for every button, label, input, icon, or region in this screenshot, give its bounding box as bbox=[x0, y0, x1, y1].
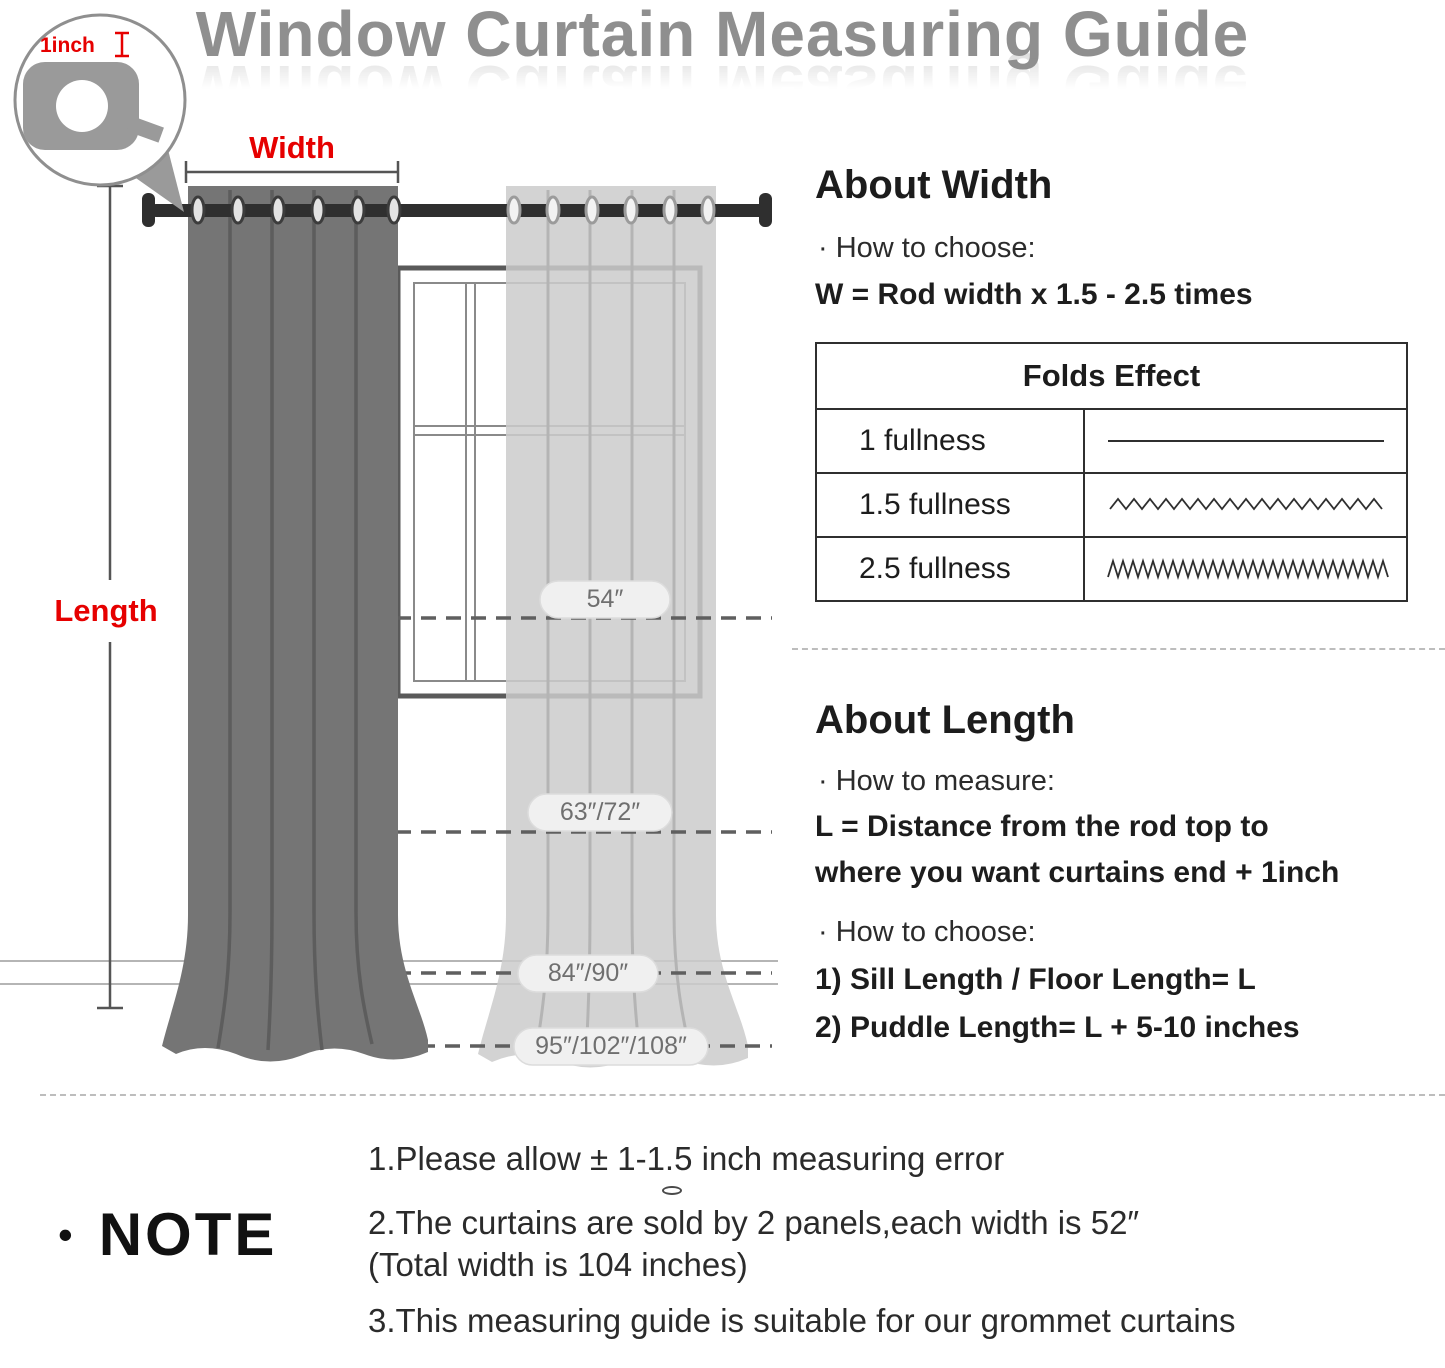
folds-effect-table: Folds Effect 1 fullness 1.5 fullness bbox=[815, 342, 1408, 602]
note-item-1: 1.Please allow ± 1-1.5 inch measuring er… bbox=[368, 1140, 1005, 1177]
length-how-to-choose-label: · How to choose: bbox=[818, 916, 1036, 948]
width-how-to-choose-label: · How to choose: bbox=[818, 232, 1036, 264]
curtain-rod bbox=[142, 193, 772, 227]
fold-label-1-fullness: 1 fullness bbox=[815, 408, 1085, 474]
folds-row-1-fullness: 1 fullness bbox=[815, 408, 1408, 474]
size-mark-54: 54″ bbox=[539, 580, 671, 619]
tape-inch-label: 1inch bbox=[40, 34, 95, 57]
fold-line-zigzag-icon bbox=[1106, 557, 1389, 581]
length-how-to-measure-label: · How to measure: bbox=[818, 765, 1055, 797]
size-mark-63-72: 63″/72″ bbox=[527, 793, 673, 832]
length-label: Length bbox=[54, 593, 157, 628]
curtain-diagram: Width Length 1inch bbox=[0, 13, 778, 1068]
fold-line-straight-icon bbox=[1107, 440, 1384, 442]
light-curtain bbox=[478, 186, 748, 1068]
width-label: Width bbox=[249, 130, 335, 165]
size-marks: 54″ 63″/72″ 84″/90″ 95″/102″/108″ bbox=[513, 580, 709, 1066]
length-option-puddle: 2) Puddle Length= L + 5-10 inches bbox=[815, 1011, 1300, 1044]
size-mark-84-90: 84″/90″ bbox=[517, 954, 659, 993]
about-length-heading: About Length bbox=[815, 698, 1075, 742]
small-oval-mark bbox=[662, 1186, 682, 1195]
note-item-3: 3.This measuring guide is suitable for o… bbox=[368, 1302, 1236, 1339]
note-item-2: 2.The curtains are sold by 2 panels,each… bbox=[368, 1204, 1140, 1241]
size-mark-95-102-108: 95″/102″/108″ bbox=[513, 1027, 709, 1066]
length-formula-line-1: L = Distance from the rod top to bbox=[815, 810, 1269, 843]
note-heading-group: • NOTE bbox=[58, 1205, 277, 1265]
svg-text:95″/102″/108″: 95″/102″/108″ bbox=[535, 1032, 687, 1060]
dark-curtain bbox=[162, 186, 428, 1062]
bottom-divider bbox=[40, 1094, 1445, 1096]
svg-text:84″/90″: 84″/90″ bbox=[548, 959, 628, 987]
length-formula-line-2: where you want curtains end + 1inch bbox=[815, 856, 1340, 889]
width-indicator bbox=[184, 161, 400, 183]
right-column-divider bbox=[792, 648, 1445, 650]
svg-text:54″: 54″ bbox=[587, 585, 624, 613]
note-heading: NOTE bbox=[98, 1201, 278, 1268]
grommets-light-curtain bbox=[506, 195, 716, 225]
width-formula: W = Rod width x 1.5 - 2.5 times bbox=[815, 278, 1253, 311]
svg-text:63″/72″: 63″/72″ bbox=[560, 798, 640, 826]
fold-label-2-5-fullness: 2.5 fullness bbox=[815, 536, 1085, 602]
note-item-2-continued: (Total width is 104 inches) bbox=[368, 1246, 748, 1283]
grommets-dark-curtain bbox=[190, 195, 402, 225]
fold-line-wavy-icon bbox=[1108, 497, 1383, 511]
folds-table-header: Folds Effect bbox=[815, 342, 1408, 410]
folds-row-1-5-fullness: 1.5 fullness bbox=[815, 472, 1408, 538]
page-title: Window Curtain Measuring Guide bbox=[195, 0, 1250, 70]
length-indicator bbox=[97, 184, 123, 1010]
note-bullet: • bbox=[58, 1211, 73, 1258]
page-title-group: Window Curtain Measuring Guide Window Cu… bbox=[0, 0, 1445, 124]
inch-tick-mark bbox=[115, 31, 129, 58]
about-width-heading: About Width bbox=[815, 163, 1053, 207]
note-items: 1.Please allow ± 1-1.5 inch measuring er… bbox=[368, 1140, 1236, 1340]
fold-label-1-5-fullness: 1.5 fullness bbox=[815, 472, 1085, 538]
folds-row-2-5-fullness: 2.5 fullness bbox=[815, 536, 1408, 602]
tape-measure-icon: 1inch bbox=[13, 13, 187, 212]
length-option-sill-floor: 1) Sill Length / Floor Length= L bbox=[815, 963, 1256, 996]
